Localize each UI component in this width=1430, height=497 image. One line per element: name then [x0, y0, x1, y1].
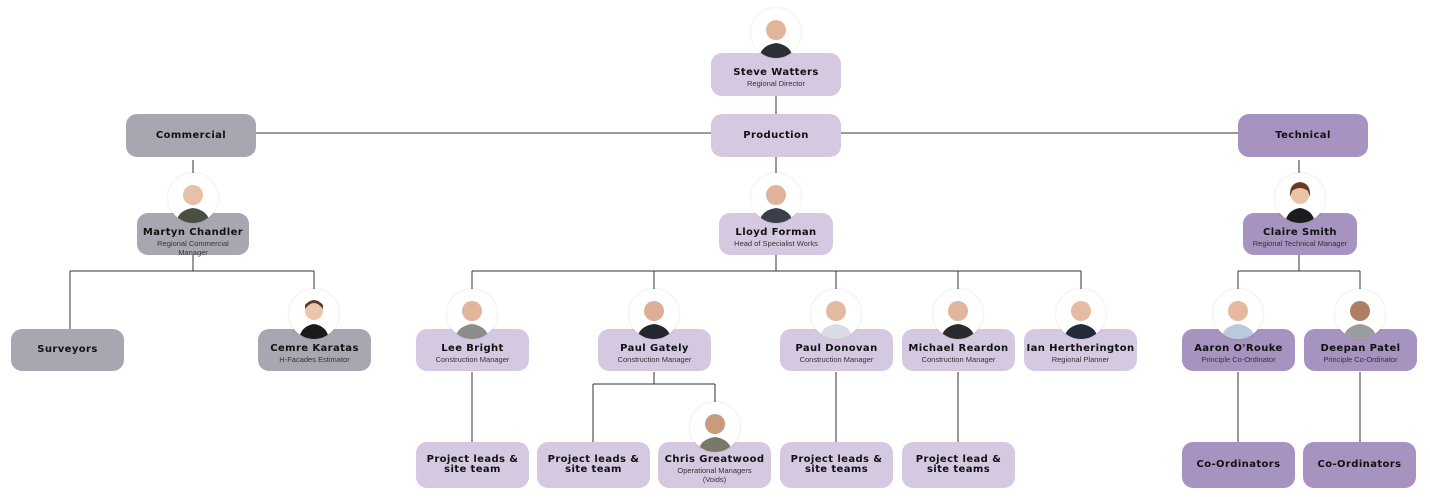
person-title: Construction Manager	[799, 355, 874, 364]
avatar	[1213, 289, 1263, 339]
person-title: Construction Manager	[617, 355, 692, 364]
person-title: Principle Co-Ordinator	[1323, 355, 1398, 364]
person-name: Paul Gately	[620, 343, 689, 354]
person-name: Paul Donovan	[795, 343, 878, 354]
person-name: Michael Reardon	[908, 343, 1009, 354]
node-michael-reardon-team: Project lead & site teams	[902, 442, 1015, 488]
person-title: Operational Managers (Voids)	[677, 466, 752, 484]
avatar	[1056, 289, 1106, 339]
person-name: Chris Greatwood	[664, 454, 765, 465]
dept-commercial: Commercial	[126, 114, 256, 157]
node-deepan-team: Co-Ordinators	[1303, 442, 1416, 488]
team-label: Project leads & site team	[426, 454, 519, 475]
team-label: Project lead & site teams	[915, 454, 1002, 475]
person-title: H-Facades Estimator	[279, 355, 350, 364]
person-name: Deepan Patel	[1320, 343, 1401, 354]
person-name: Claire Smith	[1263, 227, 1337, 238]
node-steve-watters: Steve Watters Regional Director	[711, 53, 841, 96]
person-name: Cemre Karatas	[270, 343, 359, 354]
avatar	[447, 289, 497, 339]
node-paul-donovan-team: Project leads & site teams	[780, 442, 893, 488]
person-title: Regional Technical Manager	[1252, 239, 1348, 248]
node-aaron-team: Co-Ordinators	[1182, 442, 1295, 488]
person-title: Regional Commercial Manager	[157, 239, 229, 257]
team-label: Project leads & site team	[547, 454, 640, 475]
node-lee-bright-team: Project leads & site team	[416, 442, 529, 488]
avatar	[751, 173, 801, 223]
person-title: Construction Manager	[435, 355, 510, 364]
avatar	[811, 289, 861, 339]
dept-label: Production	[743, 129, 809, 141]
node-chris-greatwood: Chris Greatwood Operational Managers (Vo…	[658, 442, 771, 488]
dept-production: Production	[711, 114, 841, 157]
node-michael-reardon: Michael Reardon Construction Manager	[902, 329, 1015, 371]
node-lee-bright: Lee Bright Construction Manager	[416, 329, 529, 371]
avatar	[933, 289, 983, 339]
team-label: Project leads & site teams	[790, 454, 883, 475]
dept-technical: Technical	[1238, 114, 1368, 157]
person-name: Lee Bright	[441, 343, 504, 354]
person-name: Martyn Chandler	[142, 227, 244, 238]
avatar	[1275, 173, 1325, 223]
person-name: Aaron O'Rouke	[1194, 343, 1283, 354]
person-name: Lloyd Forman	[735, 227, 817, 238]
team-label: Co-Ordinators	[1317, 459, 1402, 470]
avatar	[690, 402, 740, 452]
avatar	[1335, 289, 1385, 339]
person-title: Principle Co-Ordinator	[1201, 355, 1276, 364]
avatar	[168, 173, 218, 223]
team-label: Co-Ordinators	[1196, 459, 1281, 470]
person-name: Steve Watters	[733, 67, 819, 78]
dept-label: Technical	[1275, 129, 1331, 141]
node-paul-gately-team: Project leads & site team	[537, 442, 650, 488]
person-title: Head of Specialist Works	[734, 239, 818, 248]
dept-label: Commercial	[155, 129, 227, 141]
node-surveyors: Surveyors	[11, 329, 124, 371]
avatar	[289, 289, 339, 339]
person-title: Regional Planner	[1051, 355, 1110, 364]
avatar	[751, 8, 801, 58]
node-cemre-karatas: Cemre Karatas H-Facades Estimator	[258, 329, 371, 371]
avatar	[629, 289, 679, 339]
person-name: Ian Hertherington	[1026, 343, 1135, 354]
team-label: Surveyors	[37, 344, 98, 355]
person-title: Regional Director	[747, 79, 805, 88]
person-title: Construction Manager	[921, 355, 996, 364]
